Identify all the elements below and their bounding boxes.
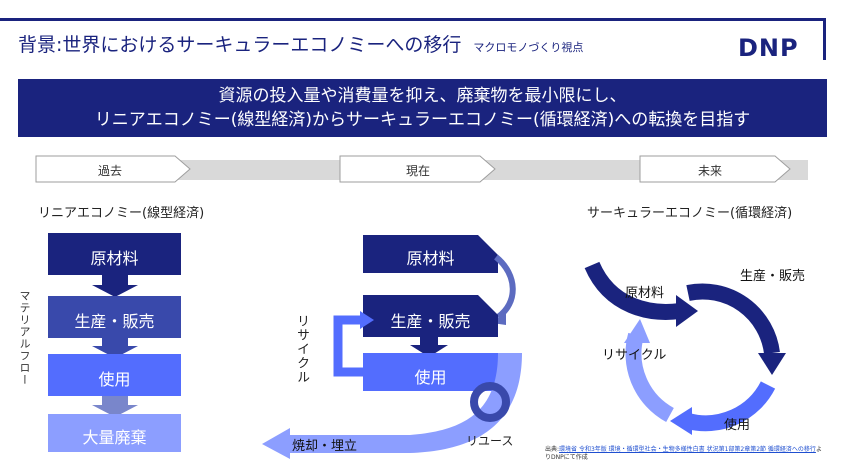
message-banner: 資源の投入量や消費量を抑え、廃棄物を最小限にし、 リニアエコノミー(線型経済)か… [18, 79, 827, 137]
present-raw-label: 原材料 [406, 249, 455, 268]
page-title-text: 背景:世界におけるサーキュラーエコノミーへの移行 [18, 34, 462, 56]
circular-arc-recycle [625, 332, 675, 423]
linear-step-use [48, 354, 181, 396]
source-link[interactable]: 環境省 令和3年版 環境・循環型社会・生物多様性白書 状況第1部第2章第2節 循… [559, 446, 816, 453]
linear-step-disposal [48, 414, 181, 452]
circular-arc-production-head [758, 353, 786, 375]
linear-raw-label: 原材料 [90, 249, 139, 268]
present-recycle-arrow-head [360, 311, 374, 329]
present-disposal-sweep [290, 353, 522, 453]
present-use-box [363, 353, 498, 391]
timeline-future-label: 未来 [697, 164, 722, 178]
page-title: 背景:世界におけるサーキュラーエコノミーへの移行マクロモノづくり視点 [18, 30, 583, 57]
circular-inflow-arrow [584, 261, 682, 320]
timeline-past-label: 過去 [97, 164, 122, 178]
present-recycle-label: リサイクル [294, 314, 309, 384]
circular-arc-use [685, 381, 776, 432]
timeline [35, 155, 808, 183]
circular-arc-production [686, 283, 780, 355]
present-disposal-arrow-head [262, 428, 290, 459]
dnp-logo: DNP [738, 34, 799, 62]
timeline-arrow-future [639, 155, 791, 183]
circular-heading: サーキュラーエコノミー(循環経済) [587, 206, 793, 221]
linear-step-raw [48, 233, 181, 275]
circular-inflow-head [676, 295, 698, 327]
linear-step-production [48, 296, 181, 338]
page-subtitle: マクロモノづくり視点 [473, 41, 584, 54]
present-reuse-label: リユース [466, 434, 514, 448]
linear-flow [48, 233, 181, 452]
source-suffix: よりDNPにて作成 [545, 446, 822, 461]
circular-raw-label: 原材料 [625, 286, 665, 301]
circular-flow [584, 261, 786, 435]
linear-use-label: 使用 [98, 370, 131, 389]
circular-arc-use-head [670, 407, 692, 435]
circular-recycle-label: リサイクル [602, 348, 667, 363]
present-raw-to-production-arrow [493, 254, 516, 320]
present-arrow-down [410, 337, 448, 357]
linear-heading: リニアエコノミー(線型経済) [38, 206, 205, 221]
present-disposal-label: 焼却・埋立 [292, 439, 358, 454]
banner-line-1: 資源の投入量や消費量を抑え、廃棄物を最小限にし、 [218, 86, 627, 106]
timeline-arrow-present [339, 155, 496, 183]
present-recycle-loop [333, 315, 363, 377]
present-flow [262, 235, 522, 459]
material-flow-label: マテリアルフロー [18, 290, 31, 386]
present-production-box [363, 295, 498, 337]
header-rule-right [823, 18, 826, 60]
header-rule [0, 18, 826, 21]
source-prefix: 出典: [545, 446, 560, 453]
linear-disposal-label: 大量廃棄 [82, 428, 147, 447]
linear-arrow-3 [92, 396, 138, 417]
banner-line-2: リニアエコノミー(線型経済)からサーキュラーエコノミー(循環経済)への転換を目指… [94, 110, 751, 130]
circular-use-label: 使用 [724, 418, 751, 433]
present-raw-box [363, 235, 498, 273]
reuse-ring-icon [470, 382, 510, 422]
linear-production-label: 生産・販売 [74, 312, 155, 331]
timeline-arrow-past [35, 155, 191, 183]
present-use-label: 使用 [414, 368, 447, 387]
source-note: 出典:環境省 令和3年版 環境・循環型社会・生物多様性白書 状況第1部第2章第2… [545, 446, 825, 462]
linear-arrow-1 [92, 275, 138, 297]
circular-arc-recycle-head [624, 319, 650, 343]
timeline-present-label: 現在 [405, 164, 430, 178]
linear-arrow-2 [92, 338, 138, 358]
circular-production-label: 生産・販売 [740, 269, 806, 284]
present-production-label: 生産・販売 [390, 312, 471, 331]
